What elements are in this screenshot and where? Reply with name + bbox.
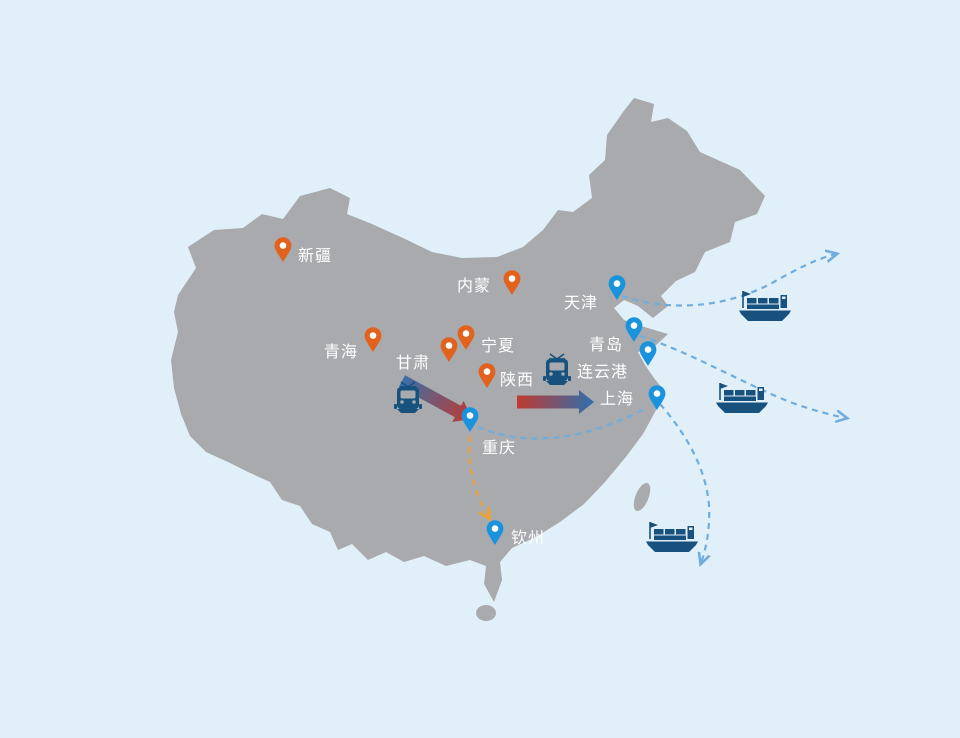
land-route-chongqing-qinzhou <box>468 435 489 518</box>
label-tianjin: 天津 <box>564 295 599 312</box>
label-shanghai: 上海 <box>600 391 635 408</box>
label-chongqing: 重庆 <box>482 440 517 457</box>
cargo-ship-icon <box>715 382 769 414</box>
taiwan-island <box>633 482 651 512</box>
rail-arrow-east <box>517 390 594 414</box>
cargo-ship-icon <box>738 290 792 322</box>
hainan-island <box>476 605 496 621</box>
label-lianyungang: 连云港 <box>577 364 629 381</box>
label-ningxia: 宁夏 <box>481 338 516 355</box>
label-xinjiang: 新疆 <box>298 248 333 265</box>
rail-arrow-west <box>398 375 472 422</box>
label-neimeng: 内蒙 <box>457 278 492 295</box>
sea-route-qingdao <box>639 334 846 418</box>
label-shaanxi: 陕西 <box>500 372 535 389</box>
label-qinzhou: 钦州 <box>511 530 546 547</box>
sea-route-tianjin <box>621 254 836 307</box>
label-qinghai: 青海 <box>324 344 359 361</box>
cargo-ship-icon <box>645 521 699 553</box>
label-gansu: 甘肃 <box>396 355 431 372</box>
river-route-chongqing-shanghai <box>477 407 647 440</box>
label-qingdao: 青岛 <box>589 337 624 354</box>
china-landmass <box>171 98 765 602</box>
